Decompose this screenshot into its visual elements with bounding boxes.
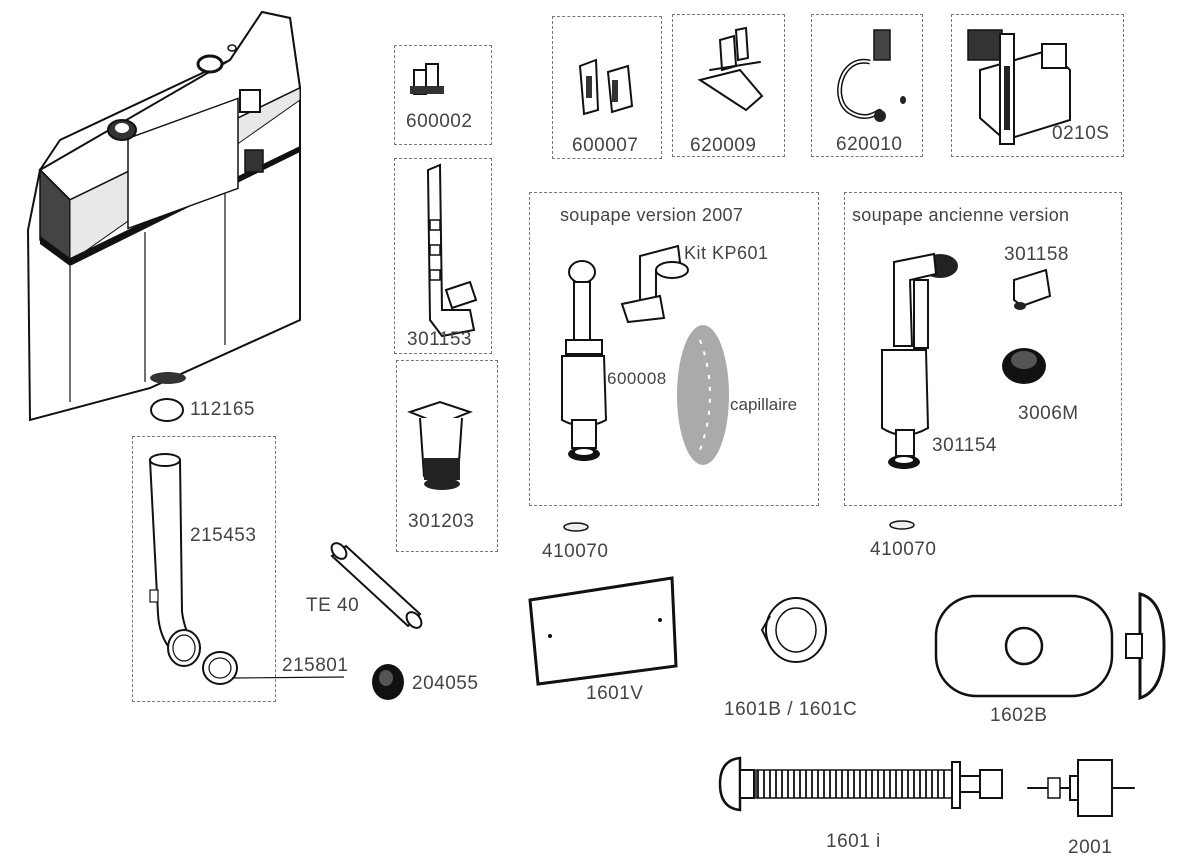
part-TE40: [330, 542, 423, 629]
part-600007: [578, 58, 634, 116]
part-215801: [202, 651, 345, 685]
label-600002: 600002: [406, 111, 473, 132]
part-1601i: [718, 756, 1003, 812]
box-620009: [672, 14, 785, 157]
label-capillaire: capillaire: [730, 395, 798, 414]
label-301154: 301154: [932, 435, 997, 456]
header-soupape-version-2007: soupape version 2007: [560, 205, 744, 225]
box-0210S: [951, 14, 1124, 157]
part-capillaire: [677, 325, 729, 465]
label-600008: 600008: [607, 369, 667, 388]
label-0210S: 0210S: [1052, 123, 1110, 144]
label-TE40: TE 40: [306, 595, 360, 616]
box-301203: [396, 360, 498, 552]
part-215453: [148, 453, 202, 667]
washer-410070-a: [563, 522, 589, 532]
label-600007: 600007: [572, 135, 639, 156]
label-301158: 301158: [1004, 244, 1069, 265]
label-1601i: 1601 i: [826, 831, 881, 852]
part-3006M: [1002, 348, 1046, 384]
label-301203: 301203: [408, 511, 475, 532]
box-301153: [394, 158, 492, 354]
box-215453: [132, 436, 276, 702]
box-ancienne-version: [844, 192, 1122, 506]
label-1601B-1601C: 1601B / 1601C: [724, 699, 858, 720]
label-410070-right: 410070: [870, 539, 937, 560]
label-3006M: 3006M: [1018, 403, 1079, 424]
part-kit-KP601: [620, 244, 689, 324]
label-301153: 301153: [407, 329, 472, 350]
o-ring-112165: [150, 398, 184, 422]
box-620010: [811, 14, 923, 157]
part-1602B: [934, 592, 1166, 701]
label-215453: 215453: [190, 525, 257, 546]
box-600002: [394, 45, 492, 145]
label-kit-KP601: Kit KP601: [684, 243, 769, 263]
label-410070-left: 410070: [542, 541, 609, 562]
part-620009: [697, 26, 764, 112]
part-600008: [561, 260, 608, 461]
part-0210S: [967, 29, 1071, 145]
part-1601V: [528, 576, 678, 686]
part-301154: [881, 252, 958, 469]
box-600007: [552, 16, 662, 159]
part-301203: [407, 400, 473, 490]
part-301158: [1013, 268, 1052, 310]
label-112165: 112165: [190, 399, 255, 420]
washer-410070-b: [889, 520, 915, 530]
label-1602B: 1602B: [990, 705, 1048, 726]
part-600002: [410, 63, 444, 95]
box-version-2007: [529, 192, 819, 506]
label-620009: 620009: [690, 135, 757, 156]
label-2001: 2001: [1068, 837, 1113, 858]
label-204055: 204055: [412, 673, 479, 694]
cistern-tank: [26, 10, 302, 422]
part-1601B-1601C: [760, 597, 827, 663]
part-204055: [372, 664, 404, 700]
label-215801: 215801: [282, 655, 349, 676]
header-soupape-ancienne-version: soupape ancienne version: [852, 205, 1070, 225]
part-2001: [1027, 759, 1135, 817]
label-620010: 620010: [836, 134, 903, 155]
part-301153: [426, 163, 478, 338]
label-1601V: 1601V: [586, 683, 644, 704]
part-620010: [837, 29, 906, 122]
